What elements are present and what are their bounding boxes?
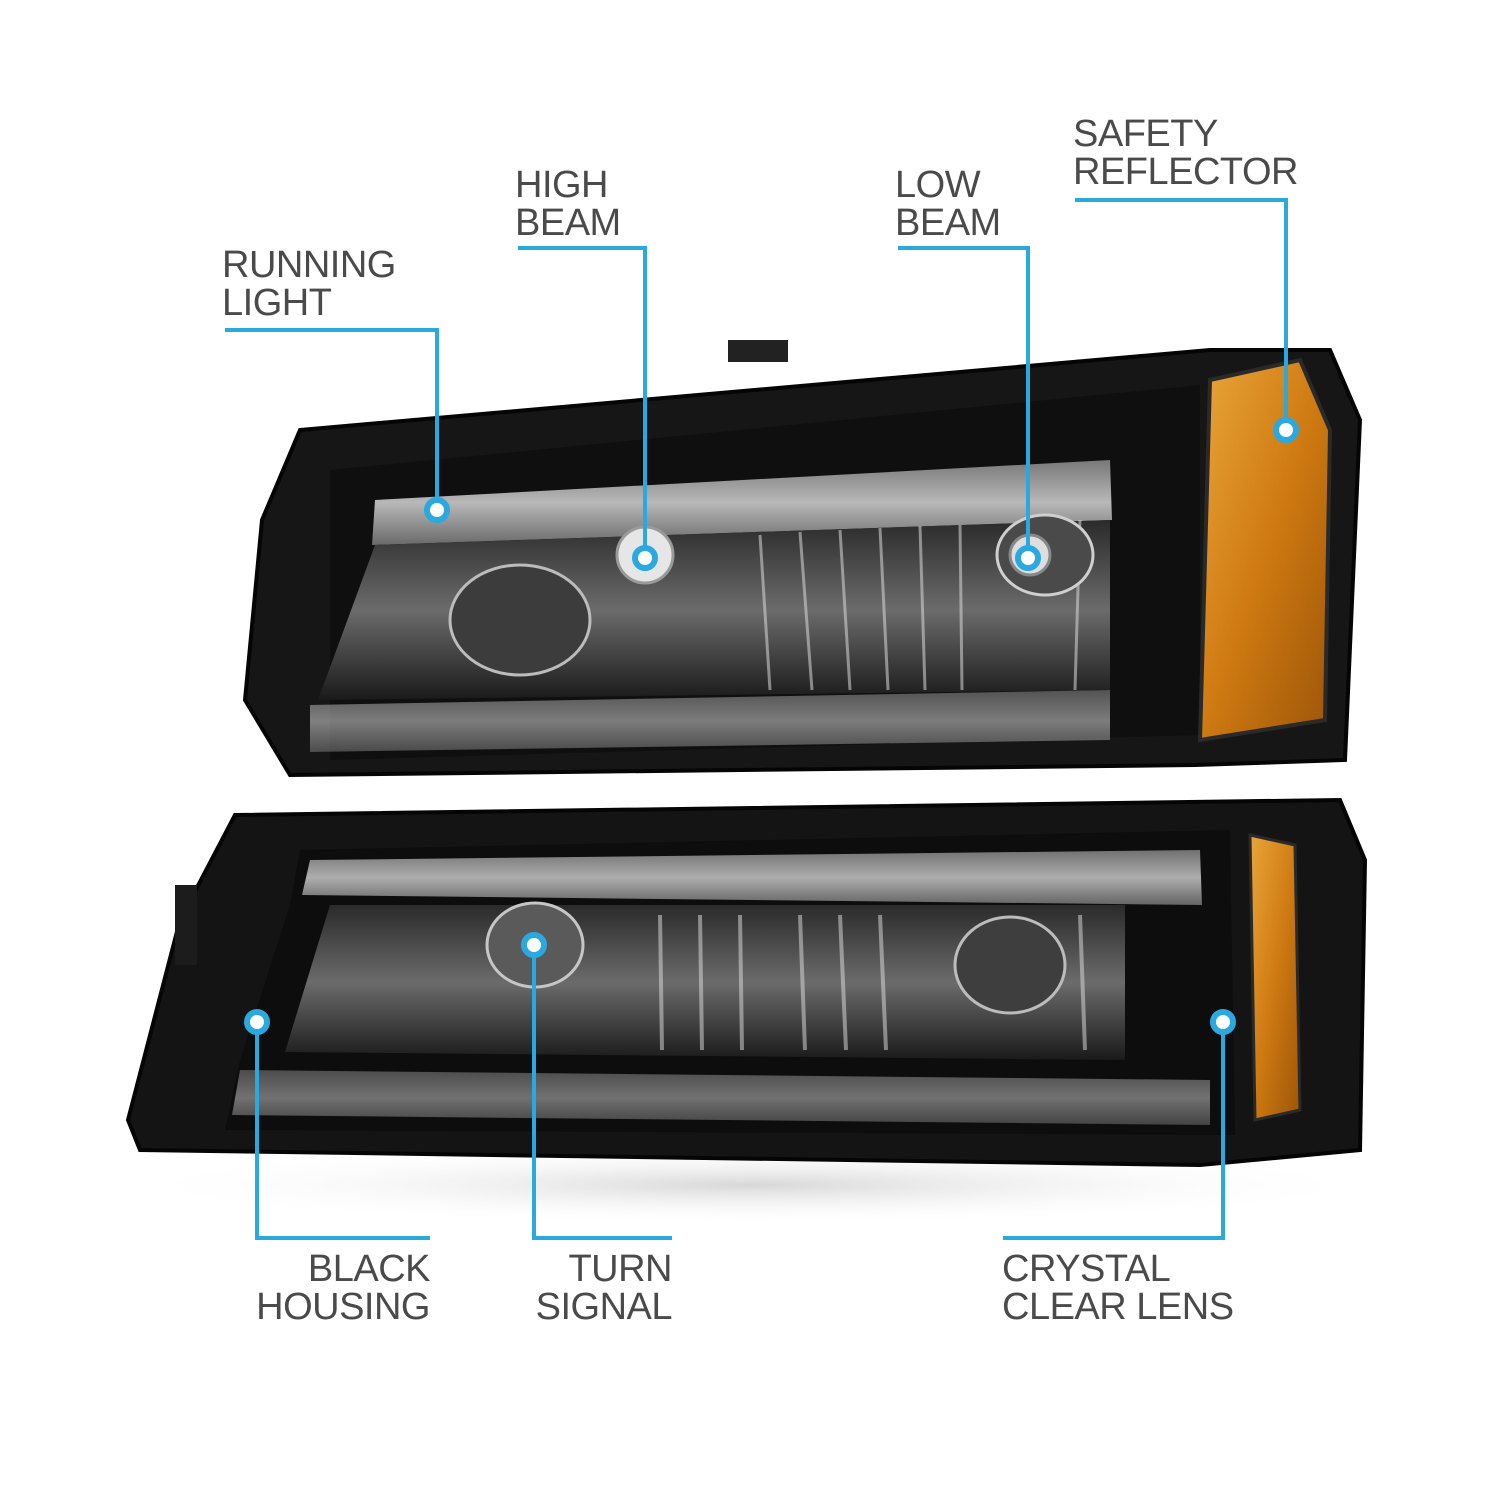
callout-crystal-clear-lens: CRYSTAL CLEAR LENS — [1002, 1250, 1234, 1326]
high-beam-bowl — [448, 563, 592, 677]
black-housing-line1: BLACK — [307, 1248, 431, 1290]
safety-reflector-amber — [1197, 357, 1333, 743]
low-beam-line1: LOW — [895, 164, 981, 206]
low-beam-line2: BEAM — [895, 202, 1001, 244]
crystal-clear-lens-dot — [1210, 1009, 1236, 1035]
safety-reflector-dot — [1273, 417, 1299, 443]
callout-safety-reflector: SAFETY REFLECTOR — [1073, 115, 1298, 191]
safety-reflector-line1: SAFETY — [1073, 113, 1218, 155]
turn-signal-line2: SIGNAL — [535, 1286, 673, 1328]
headlight-unit — [242, 340, 1363, 778]
turn-signal-line1: TURN — [568, 1248, 672, 1290]
crystal-clear-lens-line1: CRYSTAL — [1002, 1248, 1171, 1290]
callout-dots — [244, 417, 1299, 1035]
low-beam-dot — [1015, 545, 1041, 571]
headlight-light-bar-bottom — [310, 690, 1110, 752]
high-beam-line2: BEAM — [515, 202, 621, 244]
callout-turn-signal: TURN SIGNAL — [520, 1248, 673, 1328]
bumper-lamp-bowl — [953, 915, 1067, 1015]
crystal-clear-lens-line2: CLEAR LENS — [1002, 1286, 1234, 1328]
turn-signal-dot — [521, 932, 547, 958]
black-housing-dot — [244, 1009, 270, 1035]
safety-reflector-line2: REFLECTOR — [1073, 151, 1298, 193]
running-light-line1: RUNNING — [222, 244, 396, 286]
headlight-reflector — [318, 520, 1110, 700]
bumper-lamp-unit — [125, 797, 1368, 1168]
bumper-light-bar-bottom — [232, 1070, 1210, 1125]
headlight-light-bar-top — [372, 460, 1112, 545]
turn-signal-facets — [658, 914, 1087, 1051]
black-housing-line2: HOUSING — [256, 1286, 430, 1328]
callout-running-light: RUNNING LIGHT — [222, 246, 396, 322]
headlight-reflector-facets — [758, 519, 1082, 691]
high-beam-line1: HIGH — [515, 164, 608, 206]
mount-clip — [175, 885, 197, 965]
callout-black-housing: BLACK HOUSING — [250, 1250, 430, 1326]
callout-high-beam: HIGH BEAM — [515, 166, 621, 242]
mount-tab — [728, 340, 788, 362]
callout-lines — [225, 198, 1288, 1240]
bumper-light-bar-top — [302, 850, 1202, 905]
callout-low-beam: LOW BEAM — [895, 166, 1001, 242]
running-light-dot — [424, 497, 450, 523]
running-light-line2: LIGHT — [222, 282, 332, 324]
high-beam-dot — [632, 545, 658, 571]
side-marker-amber — [1248, 833, 1302, 1122]
